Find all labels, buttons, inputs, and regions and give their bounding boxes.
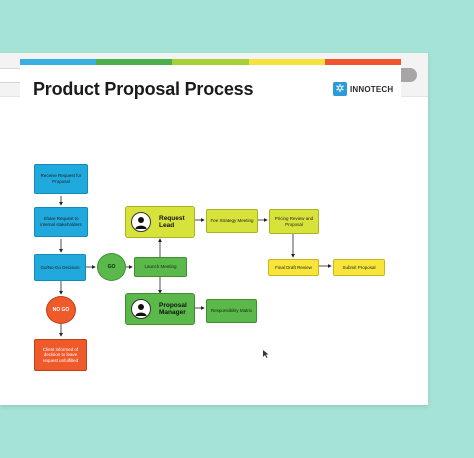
node-go: GO bbox=[97, 253, 126, 281]
node-submit-proposal: Submit Proposal bbox=[333, 259, 385, 276]
node-fee-strategy-meeting: Fee Strategy Meeting bbox=[206, 209, 258, 233]
stripe-red bbox=[324, 59, 401, 65]
role-request-lead: Request Lead bbox=[125, 206, 195, 238]
node-receive-request: Receive Request for Proposal bbox=[34, 164, 88, 194]
node-go-no-go-decision: Go/No-Go Decision bbox=[34, 254, 86, 281]
person-icon bbox=[131, 212, 151, 232]
node-launch-meeting: Launch Meeting bbox=[134, 257, 187, 277]
role-request-lead-label: Request Lead bbox=[159, 214, 185, 229]
logo-text: INNOTECH bbox=[350, 84, 394, 94]
role-proposal-manager-label: Proposal Manager bbox=[159, 301, 187, 316]
company-logo: ✲ INNOTECH bbox=[333, 82, 393, 96]
node-responsibility-matrix: Responsibility Matrix bbox=[206, 299, 257, 323]
node-pricing-review: Pricing Review and Proposal bbox=[269, 209, 319, 234]
stripe-blue bbox=[20, 59, 97, 65]
node-final-draft-review: Final Draft Review bbox=[268, 259, 319, 276]
gear-icon: ✲ bbox=[333, 82, 347, 96]
color-stripe bbox=[20, 59, 401, 65]
node-share-request: Share Request to internal stakeholders bbox=[34, 207, 88, 237]
person-icon bbox=[131, 299, 151, 319]
stripe-green bbox=[96, 59, 173, 65]
page-title: Product Proposal Process bbox=[33, 79, 254, 99]
node-client-informed: Client informed of decision to leave req… bbox=[34, 339, 87, 371]
cursor-icon bbox=[263, 350, 269, 358]
node-no-go: NO GO bbox=[46, 296, 76, 324]
flowchart-document: Product Proposal Process ✲ INNOTECH Rece… bbox=[20, 59, 401, 385]
stripe-yellow bbox=[248, 59, 325, 65]
stripe-lime bbox=[172, 59, 249, 65]
role-proposal-manager: Proposal Manager bbox=[125, 293, 195, 325]
connector-lines bbox=[59, 196, 332, 337]
